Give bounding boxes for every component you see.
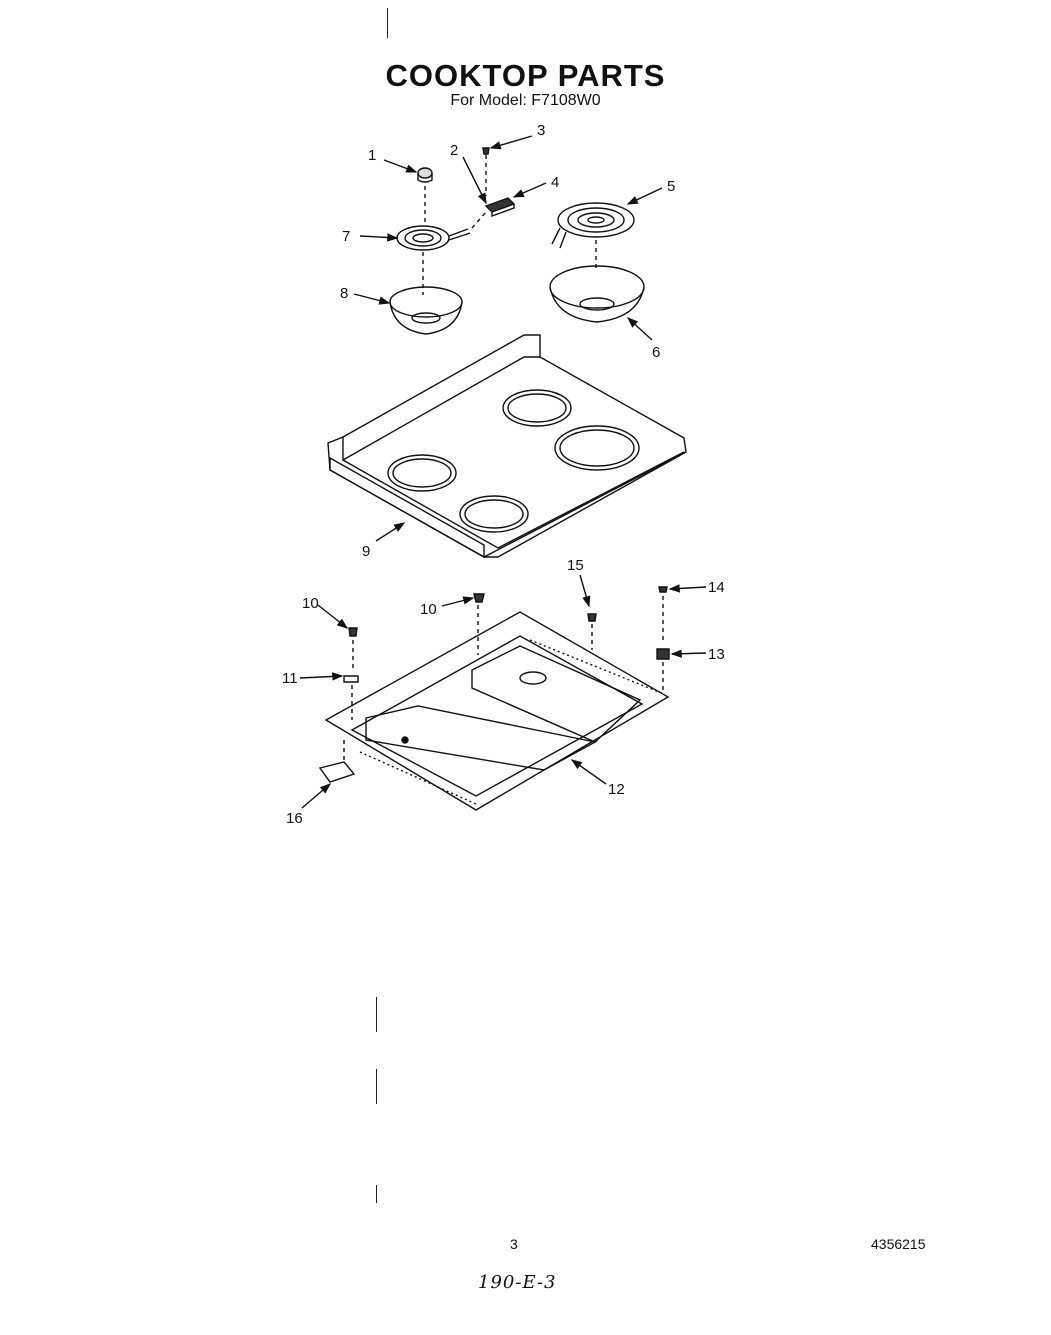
part-8-small-drip-bowl (389, 286, 463, 335)
page-number: 3 (510, 1236, 518, 1252)
callout-8: 8 (340, 285, 348, 302)
handwritten-note: 190-E-3 (478, 1272, 557, 1293)
margin-mark (376, 1185, 377, 1203)
page-title: COOKTOP PARTS (385, 58, 666, 93)
leader-arrows (299, 135, 707, 809)
document-number: 4356215 (871, 1236, 926, 1252)
callout-7: 7 (342, 228, 350, 245)
callout-4: 4 (551, 174, 559, 191)
part-11-clip (343, 675, 359, 720)
callout-10-center: 10 (420, 601, 437, 618)
part-9-cooktop (327, 334, 687, 559)
callout-6: 6 (652, 344, 660, 361)
callout-10-left: 10 (302, 595, 319, 612)
callout-15: 15 (567, 557, 584, 574)
part-16-clip (318, 740, 356, 783)
callout-9: 9 (362, 543, 370, 560)
callout-13: 13 (708, 646, 725, 663)
margin-mark (376, 997, 377, 1032)
margin-mark (376, 1069, 377, 1104)
part-14-screw (658, 586, 668, 640)
part-13-nut (656, 648, 670, 690)
part-7-small-surface-element (396, 225, 471, 251)
part-5-large-surface-element (551, 202, 635, 249)
part-10-screw (348, 593, 485, 672)
model-subtitle: For Model: F7108W0 (450, 92, 601, 109)
part-12-burner-box (324, 611, 670, 811)
part-1-knob (417, 167, 433, 183)
callout-2: 2 (450, 142, 458, 159)
callout-labels: 1 2 3 4 5 6 7 8 9 10 10 11 12 13 14 15 1… (282, 122, 725, 827)
callout-16: 16 (286, 810, 303, 827)
part-6-large-drip-bowl (549, 265, 645, 323)
callout-5: 5 (667, 178, 675, 195)
callout-1: 1 (368, 147, 376, 164)
part-3-screw (482, 147, 490, 155)
margin-mark (387, 8, 388, 38)
callout-12: 12 (608, 781, 625, 798)
part-4-terminal-block (484, 197, 516, 217)
callout-11: 11 (282, 670, 298, 687)
callout-3: 3 (537, 122, 545, 139)
callout-14: 14 (708, 579, 725, 596)
part-15-screw (587, 613, 597, 650)
